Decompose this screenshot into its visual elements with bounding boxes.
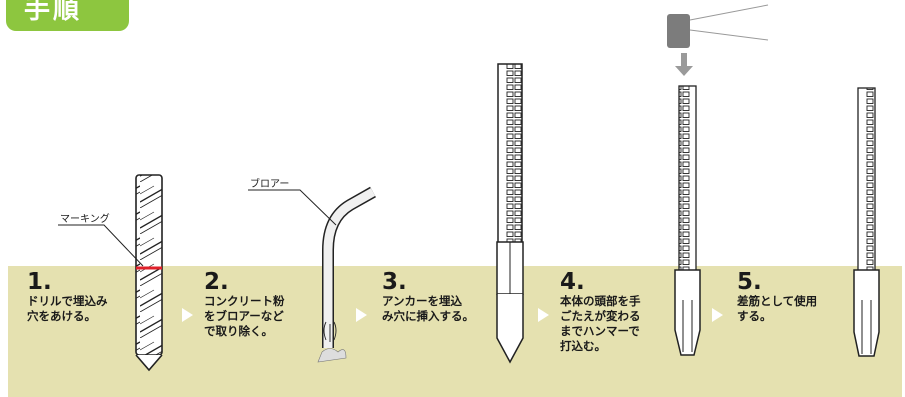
step-text-line: み穴に挿入する。 bbox=[382, 309, 474, 323]
drill-icon bbox=[135, 174, 163, 372]
step-arrow-2 bbox=[356, 308, 367, 322]
page-title: 手順 bbox=[24, 0, 83, 25]
step-text-line: する。 bbox=[737, 309, 772, 323]
step-arrow-4 bbox=[712, 308, 723, 322]
step-text-line: コンクリート粉 bbox=[204, 294, 285, 308]
hammer-icon bbox=[667, 4, 769, 76]
step-number: 5. bbox=[737, 269, 762, 295]
step-number: 4. bbox=[560, 269, 585, 295]
step-text-line: をブロアーなど bbox=[204, 309, 284, 323]
anchor-icon bbox=[496, 63, 524, 364]
step-5: 5. 差筋として使用 する。 bbox=[737, 270, 817, 324]
blower-leader bbox=[248, 189, 337, 226]
step-4: 4. 本体の頭部を手 ごたえが変わる までハンマーで 打込む。 bbox=[560, 270, 641, 354]
step-text-line: ごたえが変わる bbox=[560, 309, 641, 323]
step-number: 2. bbox=[204, 269, 229, 295]
step-1: 1. ドリルで埋込み 穴をあける。 bbox=[27, 270, 108, 324]
blower-label: ブロアー bbox=[250, 179, 290, 190]
step-text-line: 差筋として使用 bbox=[737, 294, 818, 308]
blower-icon bbox=[317, 186, 376, 363]
down-arrow-icon bbox=[675, 53, 693, 76]
step-2: 2. コンクリート粉 をブロアーなど で取り除く。 bbox=[204, 270, 285, 339]
title-tab bbox=[6, 0, 129, 31]
step-arrow-1 bbox=[182, 308, 193, 322]
anchor-driving-icon bbox=[674, 85, 701, 356]
step-text-line: で取り除く。 bbox=[204, 324, 273, 338]
step-number: 3. bbox=[382, 269, 407, 295]
step-number: 1. bbox=[27, 269, 52, 295]
marking-label: マーキング bbox=[60, 214, 110, 225]
step-text-line: アンカーを埋込 bbox=[382, 294, 463, 308]
step-text-line: 本体の頭部を手 bbox=[560, 294, 641, 308]
marking-leader bbox=[58, 224, 144, 267]
rebar-dowel-icon bbox=[853, 87, 880, 357]
dust-icon bbox=[317, 348, 347, 363]
step-text-line: 打込む。 bbox=[560, 339, 606, 353]
step-3: 3. アンカーを埋込 み穴に挿入する。 bbox=[382, 270, 474, 324]
step-text-line: ドリルで埋込み bbox=[27, 294, 108, 308]
step-text-line: までハンマーで bbox=[560, 324, 640, 338]
step-arrow-3 bbox=[538, 308, 549, 322]
step-text-line: 穴をあける。 bbox=[27, 309, 96, 323]
